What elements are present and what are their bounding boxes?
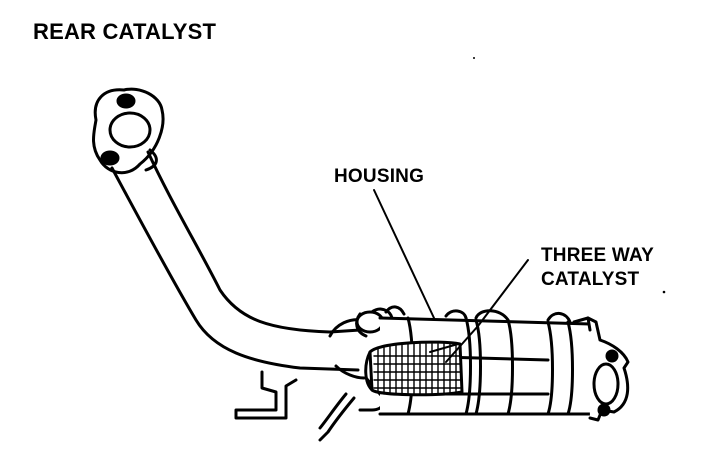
catalyst-leader-line <box>477 259 529 327</box>
catalyst-leader-tip <box>445 325 479 363</box>
speck <box>473 57 475 59</box>
leader-lines <box>373 189 529 363</box>
inlet-cone <box>328 307 394 380</box>
catalyst-label-line2: CATALYST <box>541 269 640 290</box>
inlet-flange <box>92 87 165 175</box>
speck <box>662 290 666 294</box>
catalyst-cutaway <box>364 340 464 397</box>
outlet-flange <box>572 316 630 422</box>
catalyst-label-line1: THREE WAY <box>541 245 655 266</box>
housing-leader-tip <box>429 343 459 353</box>
inlet-pipe <box>110 148 362 420</box>
diagram-title: REAR CATALYST <box>33 19 217 44</box>
housing-leader-line <box>373 189 435 319</box>
three-way-catalyst-label: THREE WAY CATALYST <box>541 244 654 292</box>
housing-label: HOUSING <box>334 166 425 187</box>
